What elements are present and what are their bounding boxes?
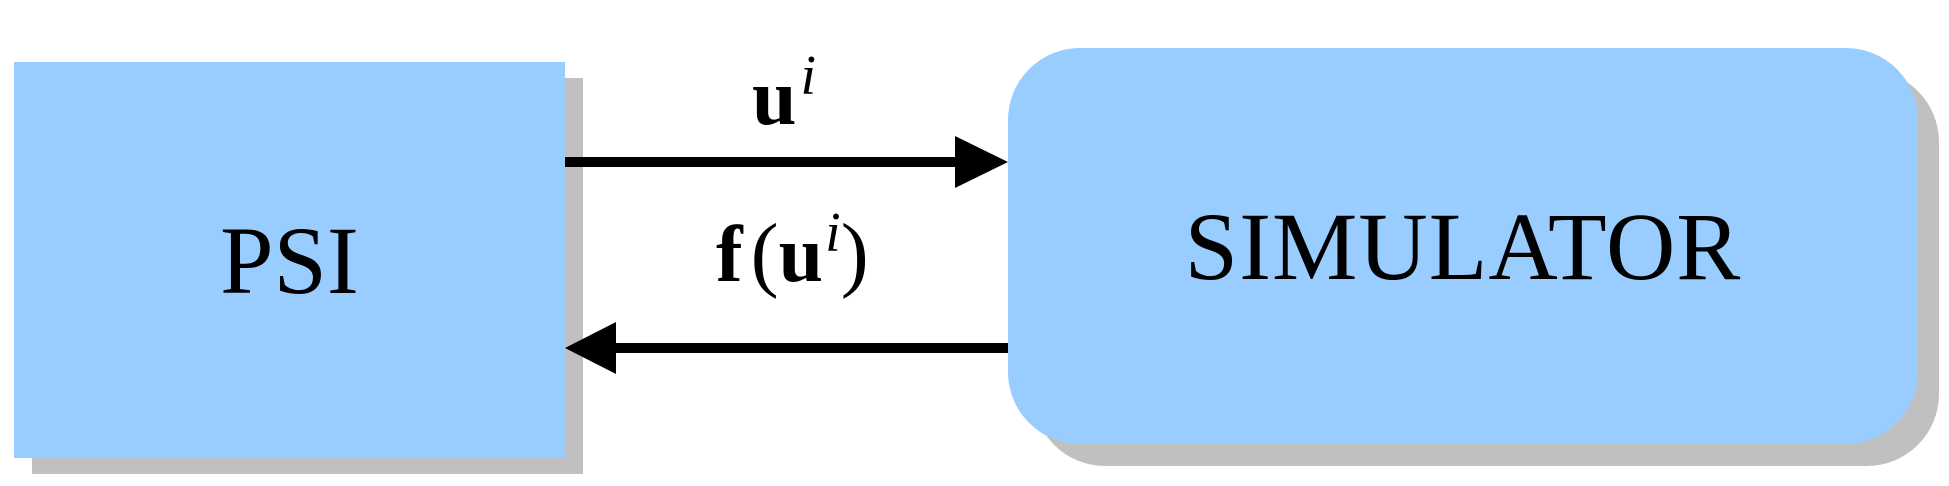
- top-arrow-head: [955, 136, 1008, 188]
- simulator-label: SIMULATOR: [1184, 192, 1742, 300]
- bottom-label-base: u: [778, 211, 824, 299]
- bottom-label-superscript: i: [825, 202, 841, 264]
- bottom-label-close-paren: ): [840, 207, 869, 300]
- top-arrow: [565, 136, 1008, 188]
- simulator-box: SIMULATOR: [1008, 48, 1918, 444]
- bottom-arrow-label: f(ui): [716, 205, 869, 299]
- bottom-arrow-head: [565, 322, 616, 374]
- top-label-base: u: [752, 54, 797, 142]
- bottom-label-func: f: [716, 211, 743, 299]
- top-label-superscript: i: [800, 45, 817, 107]
- bottom-arrow: [565, 322, 1008, 374]
- bottom-label-open-paren: (: [750, 207, 779, 300]
- top-arrow-label: ui: [752, 48, 816, 138]
- psi-box: PSI: [14, 62, 565, 458]
- psi-label: PSI: [220, 206, 359, 314]
